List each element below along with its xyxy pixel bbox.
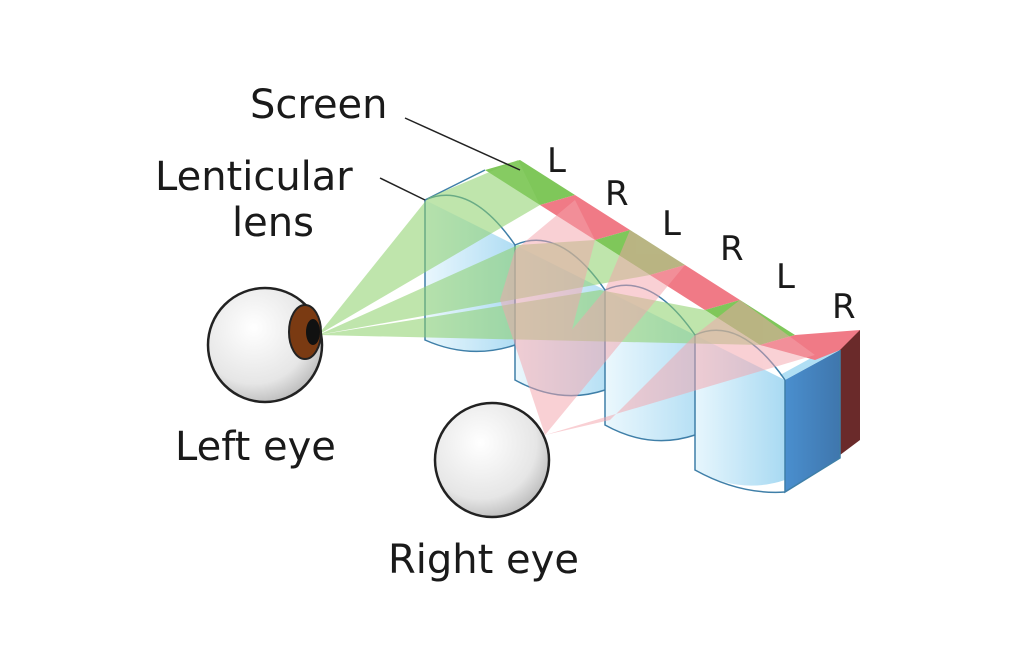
eyeball-icon — [433, 401, 551, 519]
iris — [288, 304, 322, 360]
right-eye-label: Right eye — [388, 537, 579, 583]
strip-label: L — [662, 204, 681, 244]
strip-label: R — [832, 287, 856, 327]
strip-label: L — [776, 257, 795, 297]
strip-label: R — [720, 229, 744, 269]
lenticular-label: Lenticular — [155, 154, 353, 200]
left-eye — [206, 286, 324, 404]
strip-right — [540, 195, 630, 240]
screen-side-face — [840, 330, 860, 455]
right-eye — [433, 401, 551, 519]
screen-leader-line — [404, 117, 521, 171]
right-eye-beams — [500, 200, 815, 435]
screen-label: Screen — [250, 82, 388, 128]
strip-label: L — [547, 141, 566, 181]
lens-end-face — [785, 350, 840, 492]
lens-leader-line — [379, 177, 426, 201]
pupil — [306, 319, 320, 345]
left-eye-label: Left eye — [175, 424, 336, 470]
strip-label: R — [605, 174, 629, 214]
lens-label: lens — [232, 200, 314, 246]
strip-right — [760, 330, 860, 360]
